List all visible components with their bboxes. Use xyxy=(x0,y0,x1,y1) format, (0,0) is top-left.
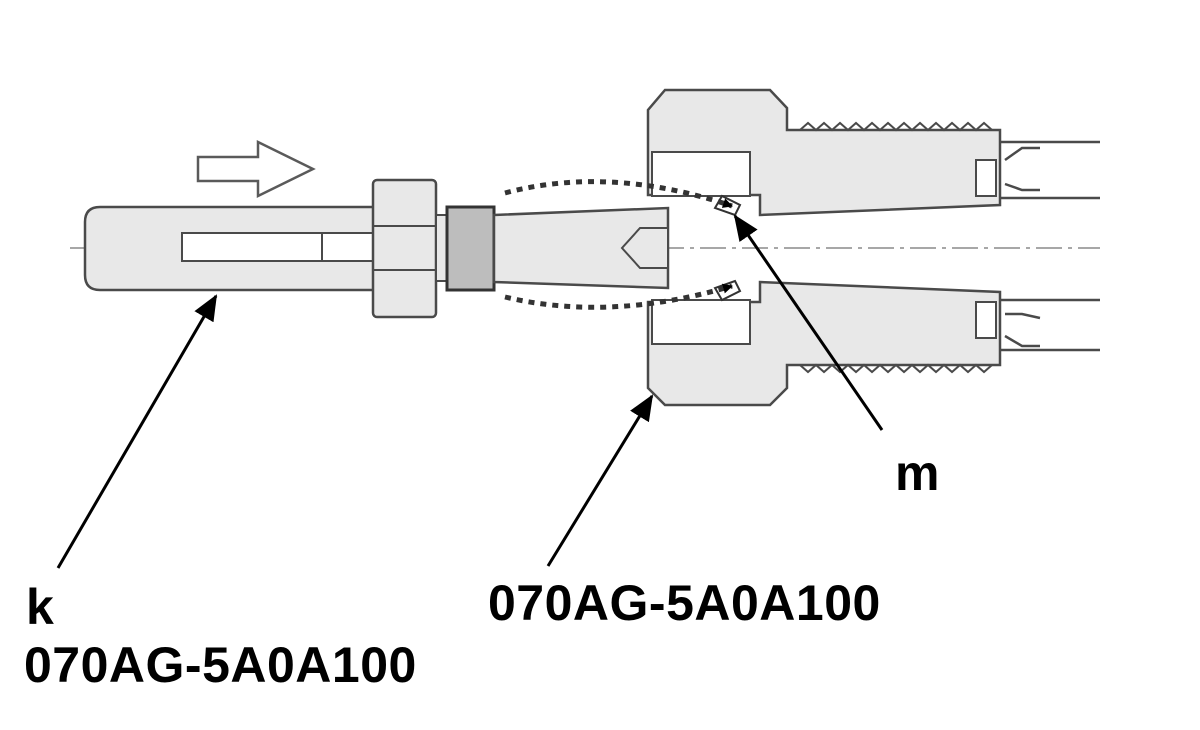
leader-arrow-k xyxy=(56,294,218,569)
pipe-top-lip xyxy=(975,159,997,197)
pipe-top xyxy=(1000,140,1100,200)
nut-bottom-cavity xyxy=(651,299,751,345)
pipe-bottom-lip xyxy=(975,301,997,339)
dotted-curved-arrow-icon xyxy=(504,283,733,310)
leader-arrow-m xyxy=(733,214,884,431)
nut-fitting xyxy=(646,88,1100,407)
nut-top-threads xyxy=(799,121,993,132)
tool-k-dark-band xyxy=(445,205,496,292)
tool-k-shaft xyxy=(321,232,378,262)
tool-k xyxy=(83,178,670,319)
tool-k-pin xyxy=(620,227,669,269)
callout-k: k xyxy=(26,579,54,635)
part-number-nut-tool: 070AG-5A0A100 xyxy=(488,575,881,631)
dotted-curved-arrow-icon xyxy=(504,179,733,209)
tool-k-collar xyxy=(371,178,438,319)
pipe-bottom xyxy=(1000,298,1100,352)
tool-k-slot xyxy=(181,232,323,262)
leader-arrow-nut xyxy=(546,394,654,567)
part-number-tool-k: 070AG-5A0A100 xyxy=(24,637,417,693)
hollow-right-arrow-icon xyxy=(196,139,316,199)
callout-m: m xyxy=(895,445,940,501)
seal-top xyxy=(713,194,742,217)
tool-k-tip xyxy=(492,206,670,290)
nut-top-cavity xyxy=(651,151,751,197)
nut-bottom-threads xyxy=(799,363,993,374)
